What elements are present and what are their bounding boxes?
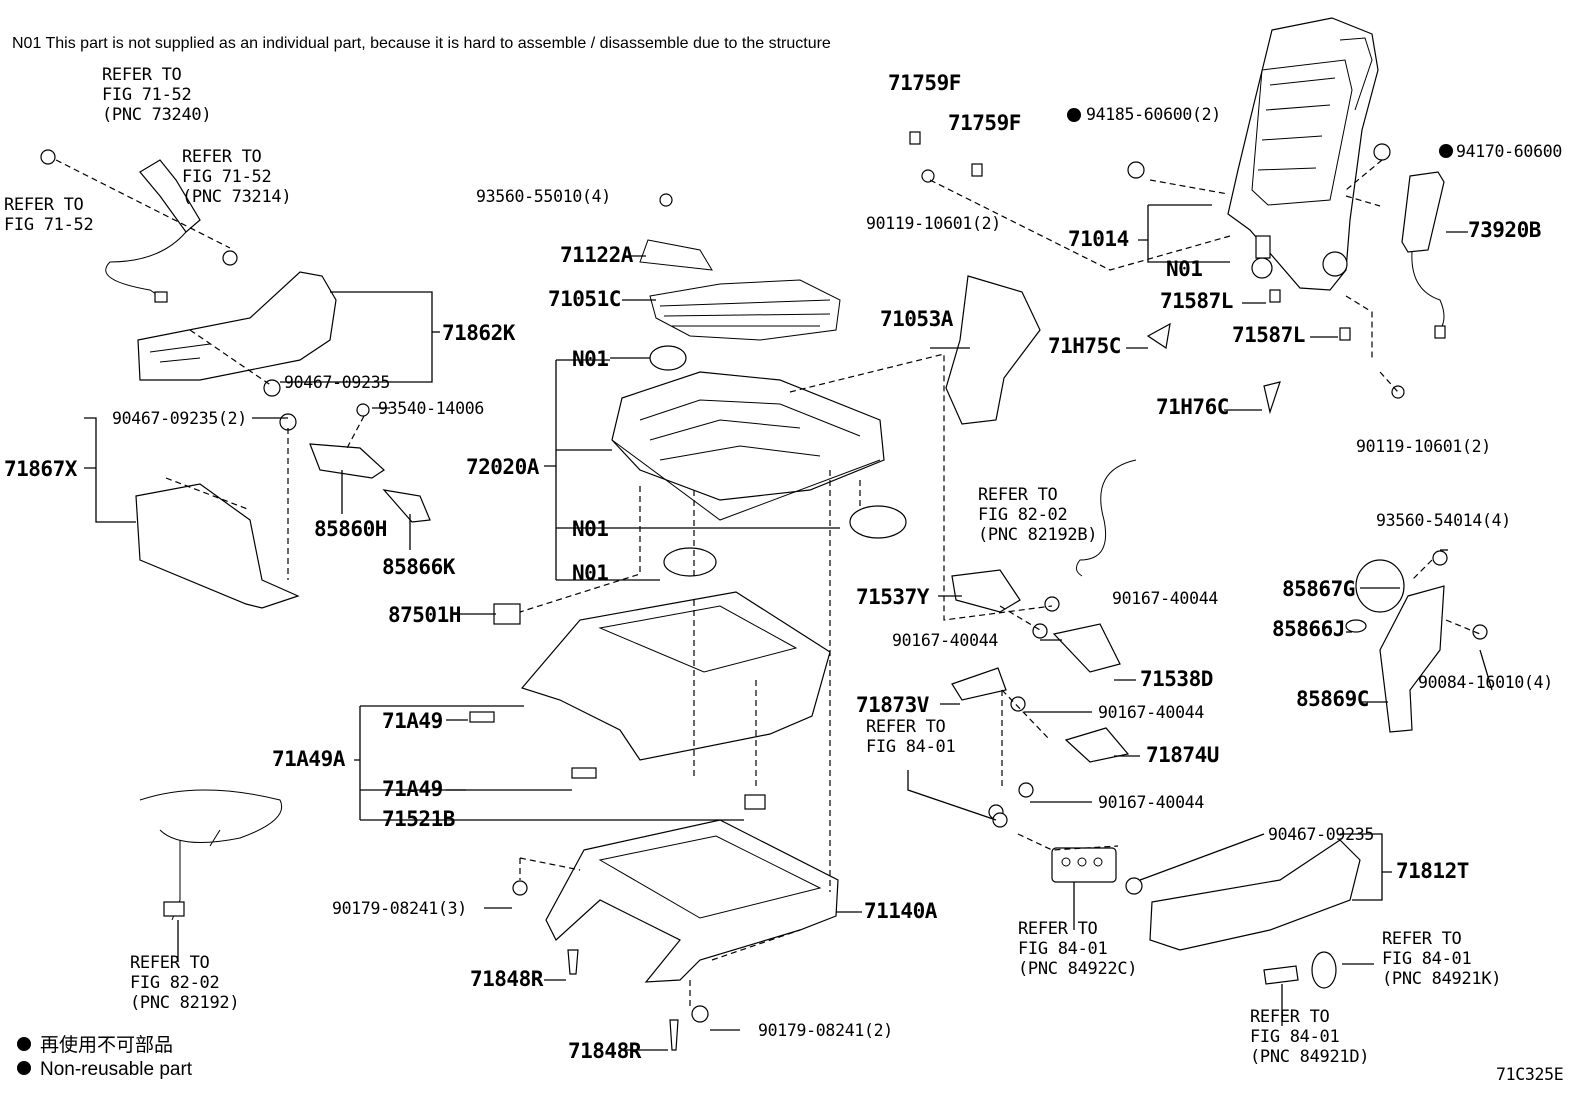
part-label-93560-54014[interactable]: 93560-54014(4) (1376, 511, 1511, 530)
part-label-94170-60600[interactable]: 94170-60600 (1456, 142, 1562, 161)
side-shield-drawing (137, 271, 337, 397)
part-label-90119-10601-a[interactable]: 90119-10601(2) (866, 214, 1001, 233)
part-label-71053A[interactable]: 71053A (880, 307, 954, 331)
part-label-90119-10601-b[interactable]: 90119-10601(2) (1356, 437, 1491, 456)
part-label-90167-40044-a[interactable]: 90167-40044 (1112, 589, 1219, 608)
part-drawings (40, 17, 1488, 1051)
part-label-71848R-a[interactable]: 71848R (470, 967, 544, 991)
ref-fig-71-52: REFER TO FIG 71-52 (4, 195, 93, 235)
side-airbag-drawing (1401, 171, 1446, 339)
part-label-90467-09235-c[interactable]: 90467-09235 (1268, 825, 1374, 844)
part-label-72020A[interactable]: 72020A (466, 455, 540, 479)
wire-harness-drawing (139, 789, 282, 921)
part-label-73920B[interactable]: 73920B (1468, 218, 1541, 242)
legend-bullet-icon (17, 1061, 31, 1075)
part-label-71A49A[interactable]: 71A49A (272, 747, 346, 771)
part-label-71848R-b[interactable]: 71848R (568, 1039, 642, 1063)
part-label-90179-08241-2[interactable]: 90179-08241(2) (758, 1021, 893, 1040)
part-label-85869C[interactable]: 85869C (1296, 687, 1369, 711)
harness-mid-drawing (951, 459, 1137, 673)
part-label-85860H[interactable]: 85860H (314, 517, 387, 541)
ref-fig-82-02-pnc-82192: REFER TO FIG 82-02 (PNC 82192) (130, 953, 239, 1013)
part-label-90167-40044-c[interactable]: 90167-40044 (1098, 703, 1205, 722)
part-label-71587L-a[interactable]: 71587L (1160, 289, 1233, 313)
part-label-71521B[interactable]: 71521B (382, 807, 455, 831)
seat-pan-drawing (469, 591, 831, 810)
part-label-87501H[interactable]: 87501H (388, 603, 461, 627)
legend-bullet-icon (17, 1037, 31, 1051)
part-label-71759F-1[interactable]: 71759F (888, 71, 961, 95)
part-label-93540-14006[interactable]: 93540-14006 (378, 399, 484, 418)
part-label-N01-d[interactable]: N01 (572, 561, 609, 585)
part-label-71862K[interactable]: 71862K (442, 321, 516, 345)
part-label-90467-09235-2[interactable]: 90467-09235(2) (112, 409, 247, 428)
part-label-71051C[interactable]: 71051C (548, 287, 621, 311)
ref-fig-84-01-pnc-84922c: REFER TO FIG 84-01 (PNC 84922C) (1018, 919, 1137, 979)
part-label-71A49-1[interactable]: 71A49 (382, 709, 443, 733)
part-label-N01-a[interactable]: N01 (1166, 257, 1203, 281)
ref-fig-71-52-pnc-73240: REFER TO FIG 71-52 (PNC 73240) (102, 65, 211, 125)
part-label-71812T[interactable]: 71812T (1396, 859, 1469, 883)
part-label-90167-40044-d[interactable]: 90167-40044 (1098, 793, 1205, 812)
part-label-90179-08241-3[interactable]: 90179-08241(3) (332, 899, 467, 918)
non-reusable-bullet (1067, 108, 1081, 122)
switch-base-drawing (309, 403, 431, 523)
part-label-90467-09235-a[interactable]: 90467-09235 (284, 373, 390, 392)
belt-buckle-drawing (40, 149, 238, 303)
part-label-N01-c[interactable]: N01 (572, 517, 609, 541)
legend-cn: 再使用不可部品 (40, 1034, 173, 1056)
part-label-71H75C[interactable]: 71H75C (1048, 334, 1121, 358)
part-label-71873V[interactable]: 71873V (856, 693, 930, 717)
outer-shield-drawing (992, 812, 1361, 989)
figure-code: 71C325E (1496, 1065, 1563, 1084)
part-label-71014[interactable]: 71014 (1068, 227, 1129, 251)
part-label-90084-16010[interactable]: 90084-16010(4) (1418, 673, 1553, 692)
fastener-drawings (493, 131, 1405, 625)
seat-adjuster-drawing (611, 345, 907, 577)
part-label-85866K[interactable]: 85866K (382, 555, 456, 579)
part-label-71A49-2[interactable]: 71A49 (382, 777, 443, 801)
inner-cover-drawing (135, 413, 300, 609)
power-switch-drawing (1345, 550, 1488, 733)
part-label-94185-60600[interactable]: 94185-60600(2) (1086, 105, 1221, 124)
non-reusable-bullet (1439, 144, 1453, 158)
part-label-71759F-2[interactable]: 71759F (948, 111, 1021, 135)
ref-fig-84-01: REFER TO FIG 84-01 (866, 717, 955, 757)
part-label-71140A[interactable]: 71140A (864, 899, 938, 923)
cushion-frame-drawing (512, 819, 839, 1051)
reference-labels: REFER TO FIG 71-52 (PNC 73240) REFER TO … (4, 65, 1502, 1067)
legend: 再使用不可部品 Non-reusable part (17, 1034, 193, 1080)
seatback-board-drawing (945, 275, 1281, 425)
cushion-spring-drawing (639, 193, 841, 341)
ref-fig-84-01-pnc-84921d: REFER TO FIG 84-01 (PNC 84921D) (1250, 1007, 1369, 1067)
part-label-N01-b[interactable]: N01 (572, 347, 609, 371)
seatback-frame-drawing (1227, 17, 1379, 291)
part-label-71538D[interactable]: 71538D (1140, 667, 1213, 691)
ref-fig-84-01-pnc-84921k: REFER TO FIG 84-01 (PNC 84921K) (1382, 929, 1501, 989)
part-label-71874U[interactable]: 71874U (1146, 743, 1219, 767)
part-label-85867G[interactable]: 85867G (1282, 577, 1355, 601)
part-label-71537Y[interactable]: 71537Y (856, 585, 930, 609)
part-label-71867X[interactable]: 71867X (4, 457, 78, 481)
part-label-71122A[interactable]: 71122A (560, 243, 634, 267)
part-label-85866J[interactable]: 85866J (1272, 617, 1345, 641)
ref-fig-82-02-pnc-82192b: REFER TO FIG 82-02 (PNC 82192B) (978, 485, 1097, 545)
part-labels: 71759F 71759F 94185-60600(2) 94170-60600… (4, 71, 1562, 1063)
part-label-71H76C[interactable]: 71H76C (1156, 395, 1229, 419)
lumbar-drawing (951, 667, 1130, 820)
ref-fig-71-52-pnc-73214: REFER TO FIG 71-52 (PNC 73214) (182, 147, 291, 207)
non-reusable-markers (1067, 108, 1453, 158)
part-label-93560-55010[interactable]: 93560-55010(4) (476, 187, 611, 206)
legend-en: Non-reusable part (40, 1059, 193, 1080)
leader-lines (55, 159, 1493, 1051)
part-label-90167-40044-b[interactable]: 90167-40044 (892, 631, 999, 650)
header-note: N01 This part is not supplied as an indi… (12, 35, 831, 52)
part-label-71587L-b[interactable]: 71587L (1232, 323, 1305, 347)
